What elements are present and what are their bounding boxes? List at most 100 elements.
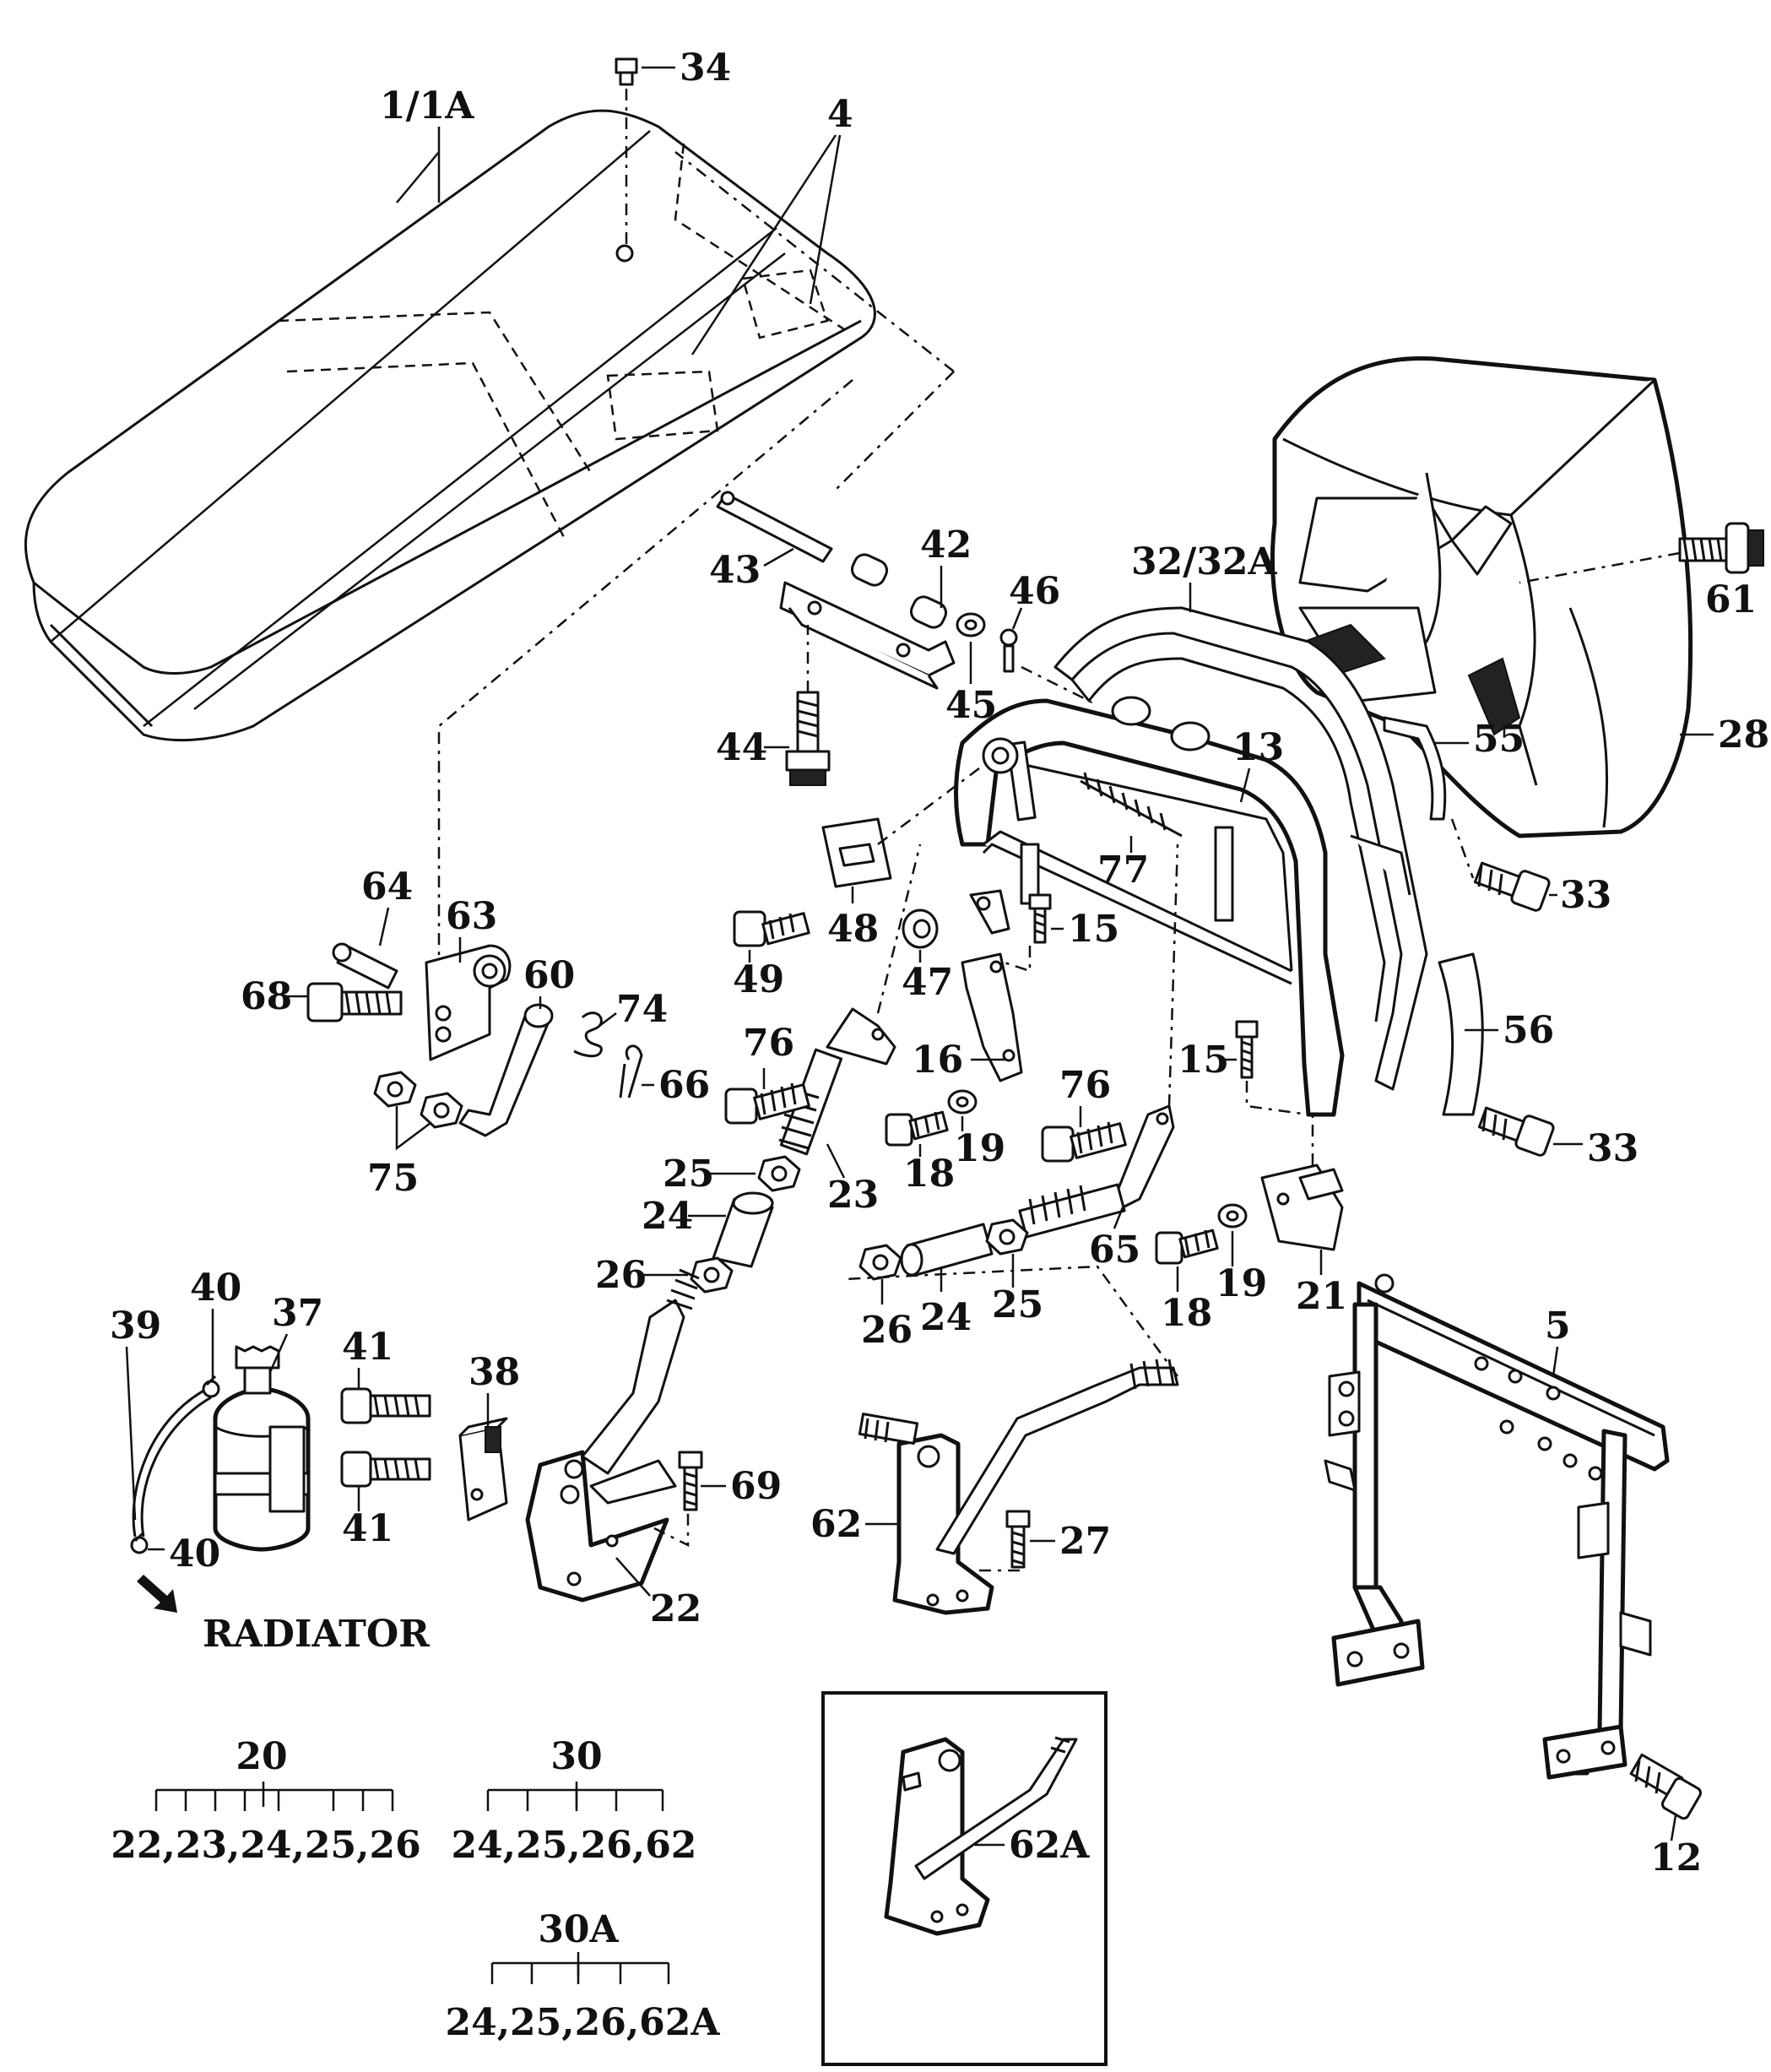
assembly-20-number: 20 — [236, 1735, 287, 1778]
callout-39: 39 — [110, 1304, 161, 1348]
callout-49: 49 — [733, 958, 784, 1001]
assembly-30a-components: 24,25,26,62A — [445, 2001, 720, 2044]
callout-47: 47 — [902, 961, 953, 1004]
frame-13 — [954, 696, 1345, 1117]
bolt-15-upper — [1028, 893, 1052, 944]
callout-56: 56 — [1503, 1009, 1554, 1052]
callout-42: 42 — [920, 523, 972, 567]
bolt-76-left — [724, 1082, 810, 1125]
rod-65 — [1018, 1104, 1175, 1239]
nut-25-left — [757, 1155, 801, 1192]
callout-41-lower: 41 — [342, 1507, 393, 1550]
callout-16: 16 — [912, 1039, 963, 1082]
callout-62a: 62A — [1009, 1824, 1090, 1867]
callout-24-right: 24 — [920, 1296, 972, 1339]
callout-22: 22 — [650, 1587, 701, 1630]
support-frame-5 — [1324, 1273, 1670, 1780]
radiator-arrow-icon — [137, 1575, 177, 1613]
callout-66: 66 — [658, 1064, 710, 1107]
rod-bracket-22 — [525, 1268, 700, 1603]
sleeve-24-left — [712, 1191, 774, 1268]
assembly-20: 20 22,23,24,25,26 — [111, 1735, 420, 1867]
callout-27: 27 — [1059, 1520, 1111, 1563]
callout-25-left: 25 — [663, 1153, 714, 1196]
callout-33-lower: 33 — [1587, 1127, 1638, 1170]
callout-12: 12 — [1650, 1836, 1702, 1879]
bolt-18-upper — [885, 1110, 949, 1147]
callout-74: 74 — [616, 988, 668, 1031]
bolt-27 — [1005, 1510, 1031, 1569]
washer-19-lower — [1217, 1203, 1248, 1229]
callout-40-upper: 40 — [190, 1267, 241, 1310]
bolt-44 — [785, 691, 831, 786]
callout-24-left: 24 — [642, 1195, 693, 1238]
callout-18-lower: 18 — [1161, 1292, 1212, 1335]
callout-61: 61 — [1705, 578, 1757, 621]
washer-19-upper — [947, 1089, 978, 1115]
callout-33-upper: 33 — [1560, 874, 1611, 917]
bracket-38 — [458, 1417, 508, 1521]
hinge-pin-43 — [716, 491, 833, 563]
callout-19-lower: 19 — [1216, 1262, 1267, 1305]
spring-74 — [573, 1012, 603, 1058]
assembly-30: 30 24,25,26,62 — [452, 1735, 697, 1867]
pin-64 — [332, 942, 398, 990]
callout-13: 13 — [1232, 726, 1284, 769]
radiator-label: RADIATOR — [203, 1613, 430, 1656]
clamp-40-upper — [202, 1375, 220, 1398]
latch-60 — [458, 1003, 554, 1137]
callout-41-upper: 41 — [342, 1326, 393, 1369]
bracket-63 — [425, 944, 512, 1061]
callout-48: 48 — [827, 908, 879, 951]
callout-75: 75 — [367, 1157, 419, 1200]
hose-39 — [132, 1387, 212, 1538]
bolt-33-lower — [1477, 1106, 1555, 1157]
callout-76-right: 76 — [1059, 1064, 1111, 1107]
callout-37: 37 — [272, 1292, 323, 1335]
bolt-46 — [999, 628, 1018, 673]
bracket-16 — [961, 889, 1023, 1082]
clamp-40-lower — [130, 1531, 149, 1554]
callout-15-upper: 15 — [1068, 908, 1119, 951]
callout-4: 4 — [827, 93, 853, 136]
callout-44: 44 — [716, 726, 767, 769]
callout-34: 34 — [680, 46, 731, 89]
callout-23: 23 — [827, 1174, 879, 1217]
bolt-41-lower — [340, 1451, 431, 1488]
strap-55 — [1383, 716, 1447, 821]
grommet-47 — [902, 909, 939, 949]
rod-23 — [778, 1007, 896, 1156]
assembly-30-components: 24,25,26,62 — [452, 1824, 697, 1867]
callout-26-left: 26 — [595, 1254, 647, 1297]
callout-69: 69 — [730, 1465, 782, 1508]
callout-77: 77 — [1097, 849, 1149, 892]
bolt-76-right — [1041, 1121, 1127, 1163]
assembly-30-number: 30 — [550, 1735, 602, 1778]
nut-26-right — [858, 1244, 902, 1281]
callout-63: 63 — [446, 895, 497, 938]
side-cover-28 — [1270, 355, 1693, 838]
bolt-41-upper — [340, 1387, 431, 1424]
callout-60: 60 — [523, 954, 575, 997]
bolt-69 — [678, 1451, 703, 1511]
strap-56 — [1438, 952, 1484, 1116]
callout-1-1a: 1/1A — [380, 84, 474, 127]
callout-28: 28 — [1718, 713, 1769, 757]
bolt-33-upper — [1473, 861, 1551, 912]
callout-26-right: 26 — [861, 1309, 913, 1352]
assembly-20-components: 22,23,24,25,26 — [111, 1824, 420, 1867]
bolt-68 — [306, 982, 403, 1022]
sleeve-24-right — [900, 1223, 994, 1277]
bolt-15-lower — [1235, 1020, 1259, 1079]
callout-40-lower: 40 — [169, 1532, 220, 1576]
callout-5: 5 — [1545, 1304, 1571, 1348]
reservoir-tank-37 — [213, 1345, 311, 1552]
callout-46: 46 — [1009, 570, 1060, 613]
clip-66 — [619, 1044, 643, 1098]
bracket-62 — [858, 1359, 1179, 1615]
callout-32-32a: 32/32A — [1131, 540, 1278, 583]
callout-55: 55 — [1473, 718, 1525, 761]
bracket-21 — [1260, 1163, 1344, 1251]
